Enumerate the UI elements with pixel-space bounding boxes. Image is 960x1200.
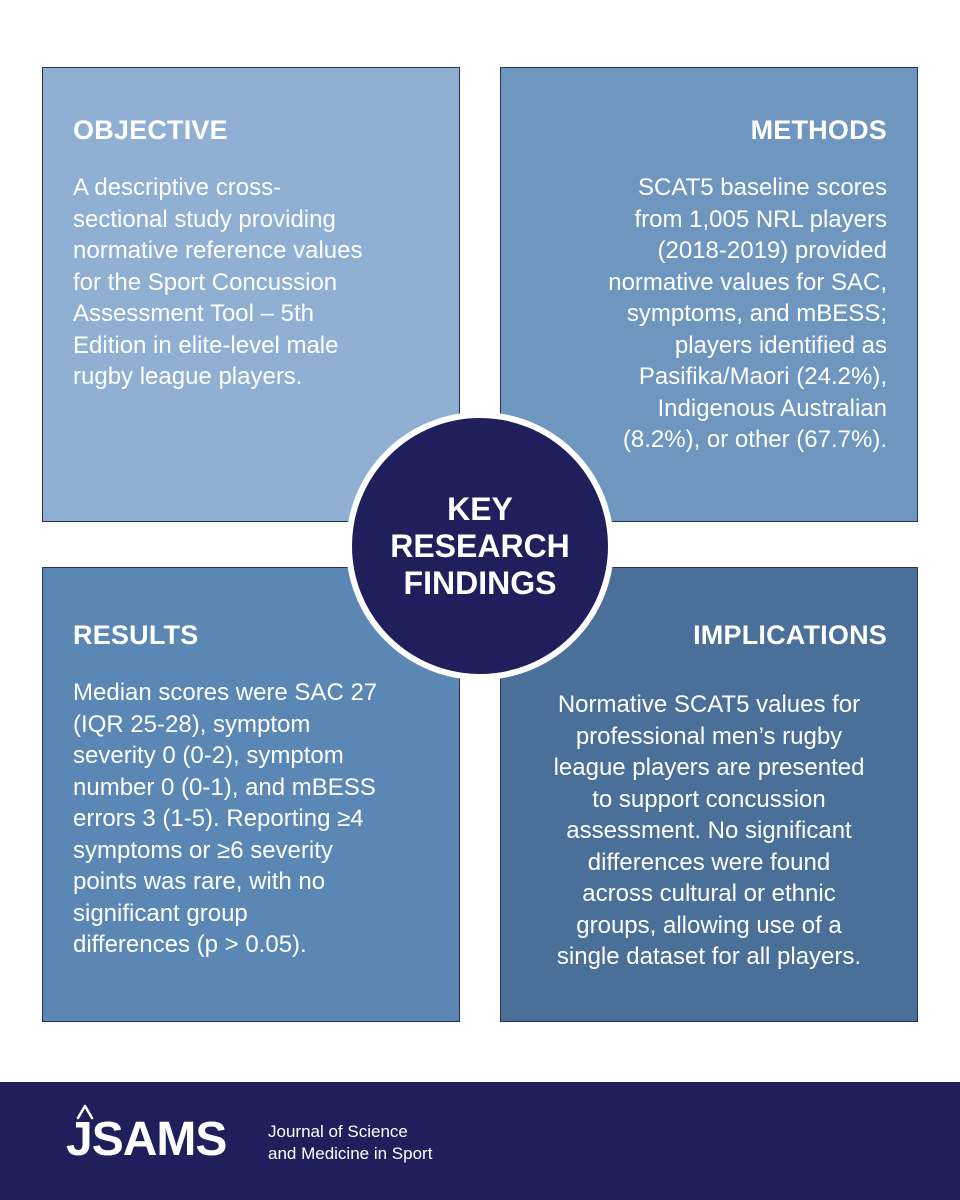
key-findings-circle: KEY RESEARCH FINDINGS [346, 412, 614, 680]
methods-panel: METHODS SCAT5 baseline scores from 1,005… [500, 67, 918, 522]
methods-text: SCAT5 baseline scores from 1,005 NRL pla… [531, 172, 887, 456]
results-line: symptoms or ≥6 severity [73, 836, 333, 864]
logo-mark-icon [76, 1104, 94, 1120]
implications-line: groups, allowing use of a [576, 911, 842, 939]
implications-line: Normative SCAT5 values for [557, 691, 861, 718]
objective-line: Assessment Tool – 5th [73, 300, 315, 327]
implications-text: Normative SCAT5 values for professional … [531, 689, 887, 973]
implications-line: league players are presented [553, 754, 865, 781]
results-line: points was rare, with no [73, 868, 326, 895]
objective-line: rugby league players. [73, 363, 303, 390]
implications-line: professional men’s rugby [575, 722, 843, 750]
methods-line: Pasifika/Maori (24.2%), [638, 363, 887, 390]
objective-line: Edition in elite-level male [73, 331, 339, 359]
objective-heading: OBJECTIVE [73, 115, 228, 145]
key-findings-line: RESEARCH [390, 527, 570, 564]
footer-bar [0, 1082, 960, 1200]
results-line: significant group [73, 899, 248, 927]
results-line: errors 3 (1-5). Reporting ≥4 [73, 805, 364, 832]
methods-heading: METHODS [750, 115, 887, 145]
methods-line: players identified as [674, 331, 887, 359]
journal-name-line-1: Journal of Science [268, 1122, 408, 1141]
objective-line: for the Sport Concussion [73, 268, 338, 296]
results-heading: RESULTS [73, 620, 199, 650]
journal-name-line-2: and Medicine in Sport [268, 1144, 433, 1163]
results-line: Median scores were SAC 27 [73, 679, 378, 706]
methods-line: from 1,005 NRL players [634, 205, 887, 233]
results-line: differences (p > 0.05). [73, 931, 307, 958]
implications-line: single dataset for all players. [556, 943, 862, 970]
methods-line: (8.2%), or other (67.7%). [622, 426, 887, 453]
key-findings-line: FINDINGS [403, 564, 557, 601]
objective-line: sectional study providing [73, 205, 336, 233]
results-line: (IQR 25-28), symptom [73, 710, 311, 738]
results-line: number 0 (0-1), and mBESS [73, 773, 376, 801]
methods-line: Indigenous Australian [657, 394, 888, 422]
implications-line: assessment. No significant [566, 817, 852, 844]
key-findings-title: KEY RESEARCH FINDINGS [390, 491, 570, 602]
methods-line: (2018-2019) provided [657, 237, 888, 264]
implications-line: differences were found [587, 848, 831, 876]
implications-line: to support concussion [592, 785, 826, 813]
methods-line: normative values for SAC, [608, 268, 887, 296]
methods-line: SCAT5 baseline scores [638, 174, 887, 201]
key-findings-line: KEY [447, 490, 513, 527]
implications-line: across cultural or ethnic [582, 880, 836, 907]
objective-line: A descriptive cross- [73, 174, 282, 201]
objective-text: A descriptive cross- sectional study pro… [73, 172, 429, 393]
objective-line: normative reference values [73, 237, 363, 264]
implications-heading: IMPLICATIONS [693, 620, 887, 650]
jsams-logo: JSAMS [66, 1113, 227, 1166]
results-line: severity 0 (0-2), symptom [73, 742, 344, 769]
results-text: Median scores were SAC 27 (IQR 25-28), s… [73, 677, 429, 961]
objective-panel: OBJECTIVE A descriptive cross- sectional… [42, 67, 460, 522]
methods-line: symptoms, and mBESS; [626, 300, 887, 327]
implications-panel: IMPLICATIONS Normative SCAT5 values for … [500, 567, 918, 1022]
